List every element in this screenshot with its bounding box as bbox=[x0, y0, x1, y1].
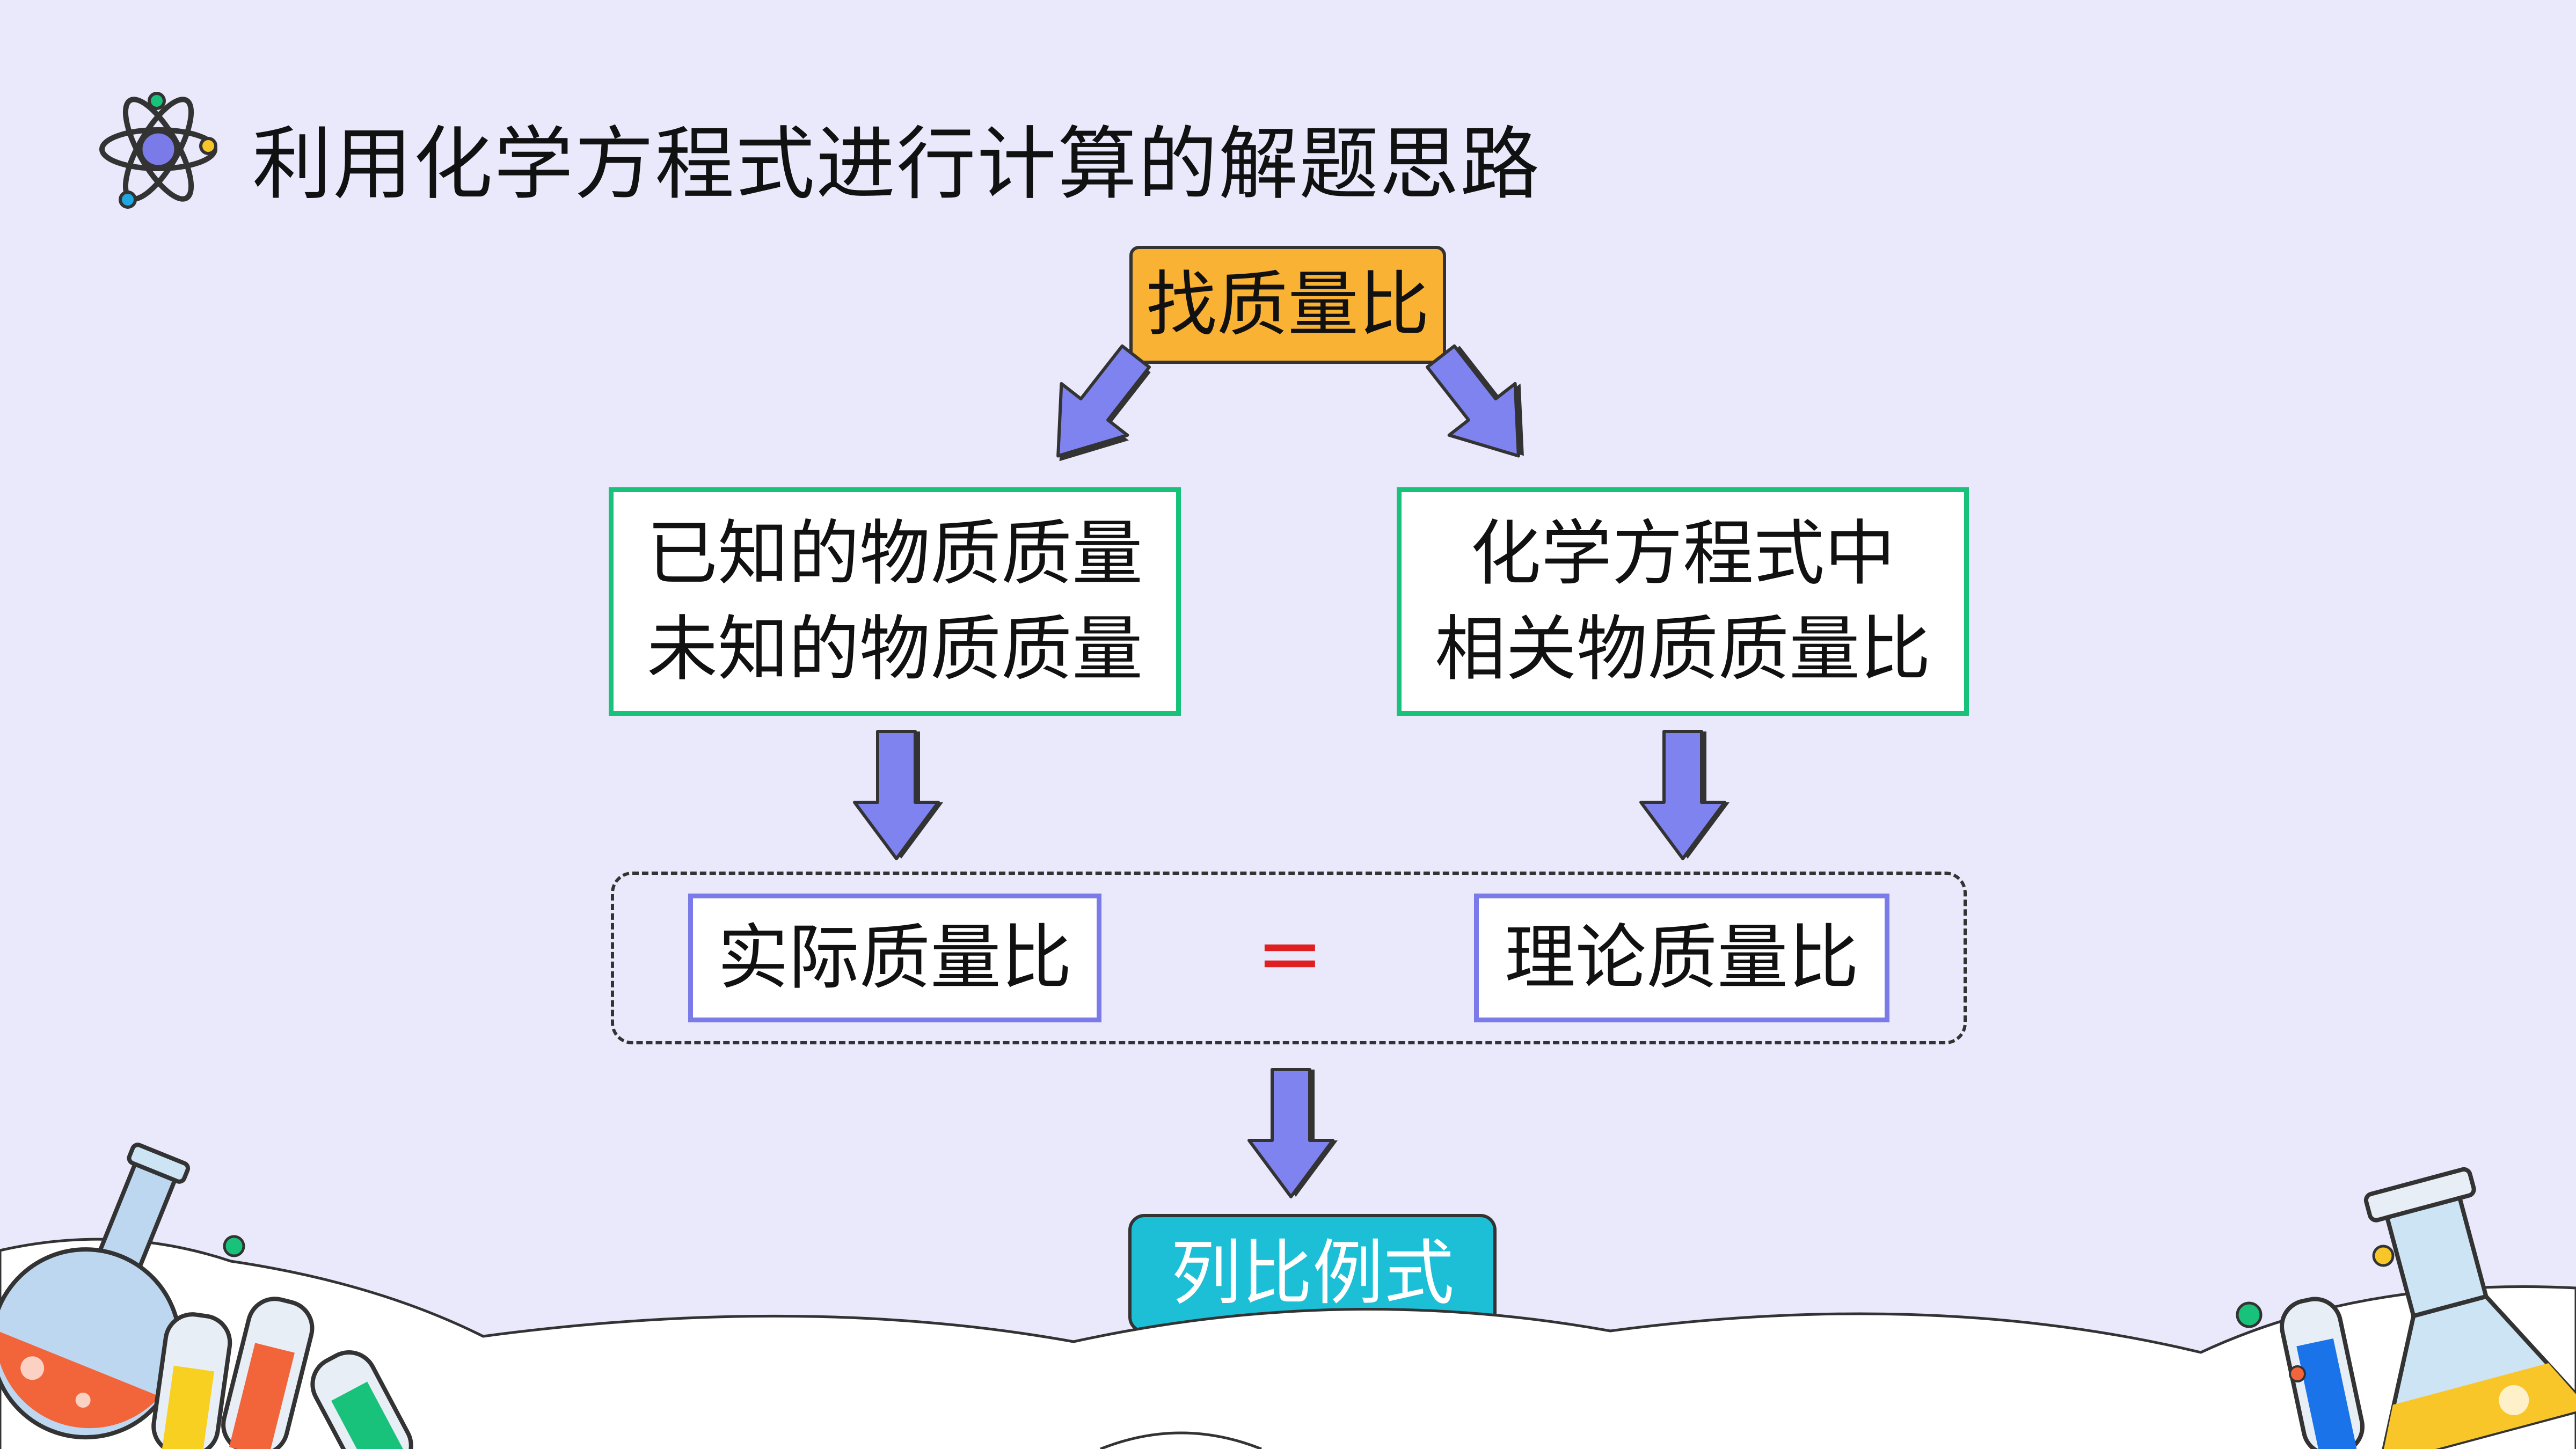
theoretical-mass-ratio-label: 理论质量比 bbox=[1505, 916, 1859, 999]
actual-mass-ratio-label: 实际质量比 bbox=[718, 916, 1072, 999]
test-tube-icon bbox=[2280, 1297, 2365, 1449]
equals-sign: = bbox=[1256, 907, 1324, 1000]
find-mass-ratio-label: 找质量比 bbox=[1146, 263, 1429, 346]
theoretical-mass-ratio-box: 理论质量比 bbox=[1474, 894, 1889, 1022]
known-unknown-mass-box: 已知的物质质量 未知的物质质量 bbox=[609, 487, 1181, 716]
equation-mass-ratio-box: 化学方程式中 相关物质质量比 bbox=[1397, 487, 1969, 716]
proportion-equation-box: 列比例式 bbox=[1128, 1214, 1497, 1333]
known-mass-label: 已知的物质质量 bbox=[647, 512, 1143, 595]
proportion-equation-label: 列比例式 bbox=[1171, 1232, 1454, 1315]
arrow-down-icon bbox=[853, 730, 943, 860]
flask-icon bbox=[0, 1143, 413, 1449]
actual-mass-ratio-box: 实际质量比 bbox=[688, 894, 1101, 1022]
arrow-down-right-icon bbox=[1425, 344, 1524, 458]
test-tube-icon bbox=[151, 1312, 232, 1449]
cloud-ground-decoration bbox=[0, 1238, 2576, 1449]
arrow-down-icon bbox=[1639, 730, 1730, 860]
page-title: 利用化学方程式进行计算的解题思路 bbox=[252, 118, 1541, 210]
atom-icon bbox=[99, 92, 217, 209]
equation-label: 化学方程式中 bbox=[1470, 512, 1895, 595]
arrow-down-left-icon bbox=[1056, 344, 1151, 462]
find-mass-ratio-box: 找质量比 bbox=[1129, 246, 1446, 364]
related-mass-ratio-label: 相关物质质量比 bbox=[1435, 608, 1931, 691]
flask-icon bbox=[2236, 1167, 2576, 1449]
arrow-down-icon bbox=[1247, 1068, 1338, 1198]
unknown-mass-label: 未知的物质质量 bbox=[647, 608, 1143, 691]
ratio-equation-group bbox=[611, 872, 1967, 1044]
